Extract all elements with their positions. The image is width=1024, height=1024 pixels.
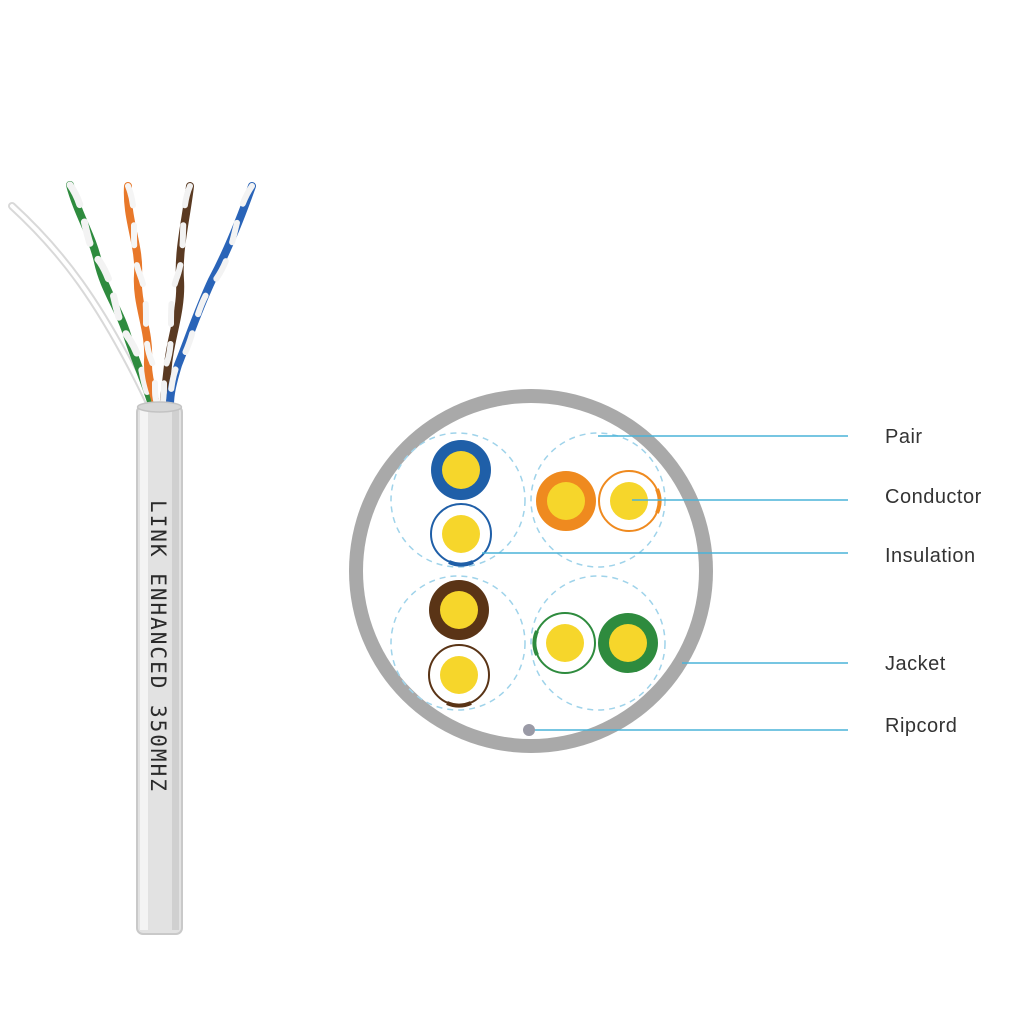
label-ripcord: Ripcord [885, 715, 957, 737]
label-jacket: Jacket [885, 653, 946, 675]
brown-pair-wire-b [159, 183, 193, 408]
stripe [448, 560, 474, 567]
pair-boundary-green [530, 575, 666, 711]
label-pair: Pair [885, 426, 923, 448]
pair-boundary-blue [390, 432, 526, 568]
cable-illustration: LINK ENHANCED 350MHZ [8, 181, 256, 935]
orange-pair-wire-b [125, 183, 161, 408]
cable-jacket [136, 401, 183, 935]
conductor [609, 624, 647, 662]
stripe [532, 630, 539, 656]
label-conductor: Conductor [885, 486, 982, 508]
white-wire-highlight [10, 204, 152, 407]
callouts [482, 435, 848, 731]
white-wire [8, 202, 154, 409]
pair-orange [536, 470, 662, 532]
pair-boundary-brown [390, 575, 526, 711]
pair-blue [430, 440, 492, 567]
stripe [655, 488, 662, 514]
cable-print-text: LINK ENHANCED 350MHZ [146, 500, 170, 793]
twisted-wires [8, 181, 256, 409]
pair-green [532, 612, 658, 674]
stripe [446, 701, 472, 708]
ripcord-dot [523, 724, 535, 736]
conductor [442, 515, 480, 553]
blue-pair-wire-b [165, 183, 255, 408]
conductor [442, 451, 480, 489]
green-pair-wire-b [66, 181, 158, 409]
conductor [440, 591, 478, 629]
callout-labels: Pair Conductor Insulation Jacket Ripcord [885, 426, 982, 737]
conductor [547, 482, 585, 520]
label-insulation: Insulation [885, 545, 976, 567]
pair-brown [428, 580, 490, 708]
conductor [440, 656, 478, 694]
jacket-inner [363, 403, 699, 739]
cross-section [349, 389, 713, 753]
conductor [546, 624, 584, 662]
conductor [610, 482, 648, 520]
